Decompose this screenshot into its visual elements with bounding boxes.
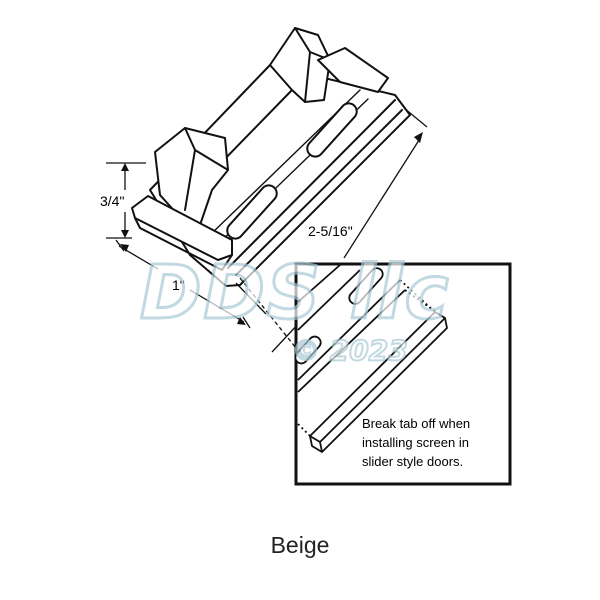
slot-rear — [306, 102, 358, 158]
inset-detail — [294, 264, 448, 453]
dim-arrow — [237, 317, 246, 325]
front-clip-face — [184, 127, 229, 211]
inset-frame — [294, 262, 512, 486]
dim-length-label: 2-5/16" — [308, 223, 353, 239]
color-caption: Beige — [270, 532, 330, 558]
rear-end-block — [317, 47, 389, 93]
rear-clip — [269, 27, 331, 103]
callout-line: slider style doors. — [362, 454, 464, 469]
dim-arrow — [121, 230, 129, 238]
watermark-logo: DDS llc — [140, 250, 451, 336]
callout-line: installing screen in — [362, 435, 469, 450]
dim-height-label: 3/4" — [100, 193, 124, 209]
watermark-year: © 2023 — [292, 334, 408, 367]
watermark: DDS llc © 2023 — [139, 249, 451, 369]
callout-line: Break tab off when — [362, 416, 471, 431]
dim-arrow — [414, 132, 423, 143]
dim-arrow — [121, 163, 129, 171]
dim-arrow — [120, 244, 129, 252]
front-bar-edge — [134, 217, 233, 271]
callout-note: Break tab off when installing screen in … — [362, 414, 510, 471]
dim-width-label: 1" — [172, 277, 185, 293]
slot-mid — [226, 184, 278, 240]
